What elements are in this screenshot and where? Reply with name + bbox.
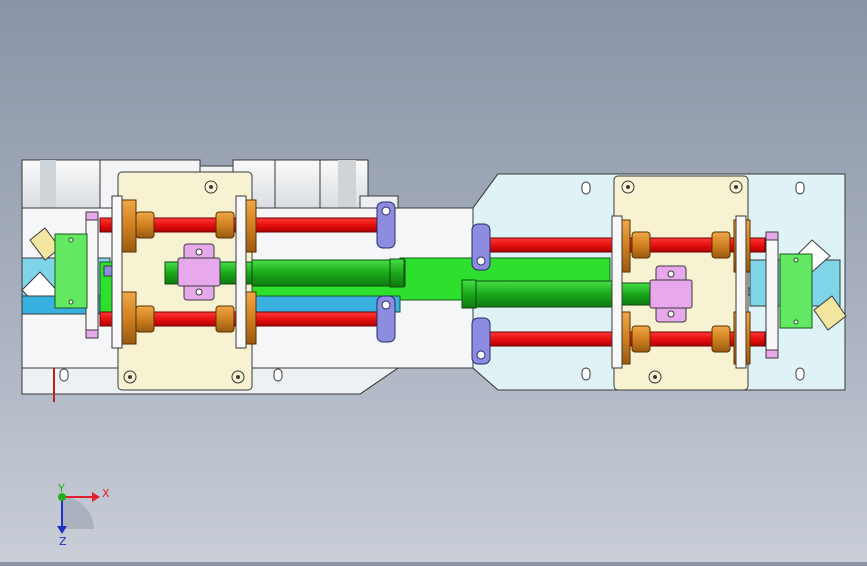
shaft-clamps [376, 201, 491, 365]
axis-triad-icon [57, 492, 100, 534]
frame-slots [59, 181, 805, 382]
end-blocks [54, 233, 813, 329]
end-block-holes [68, 237, 799, 325]
axis-z-label: Z [59, 535, 67, 548]
plate-crossbars [85, 195, 779, 369]
bracket-holes [195, 248, 675, 318]
axis-y-label: Y [57, 482, 65, 495]
plate-bolt-cores [128, 185, 738, 379]
axis-x-label: X [102, 487, 110, 500]
clamp-bolts [381, 206, 486, 360]
pink-brackets [85, 211, 779, 359]
